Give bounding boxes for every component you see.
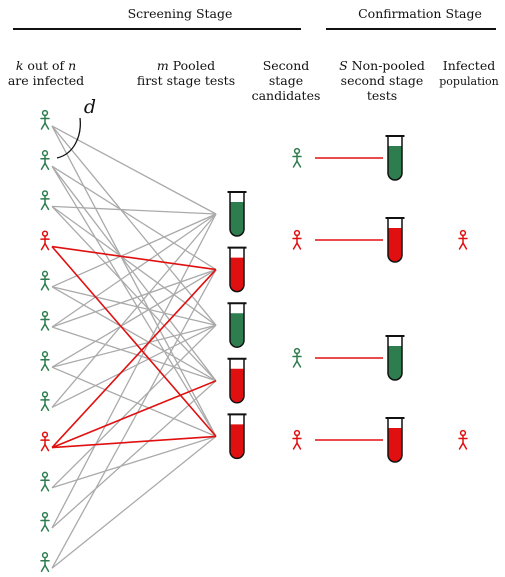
infected-candidate-icon [292, 229, 302, 250]
pooling-edge [51, 324, 217, 368]
negative-confirm-tube-icon [385, 335, 405, 381]
nonpooled-text: Non-pooled [347, 58, 425, 73]
healthy-person-icon [40, 270, 50, 291]
healthy-candidate-icon [292, 347, 302, 368]
pooling-edge [51, 269, 217, 368]
negative-test-tube-icon [227, 191, 247, 237]
nonpooled-tests-header: S Non-pooled second stage tests [334, 58, 430, 103]
infected-pooling-edge [51, 246, 217, 437]
pooling-edge [51, 165, 217, 382]
negative-test-tube-icon [227, 302, 247, 348]
pooling-edge [51, 435, 217, 489]
k-symbol: k [15, 58, 24, 73]
infected-pooling-edge [51, 435, 217, 449]
screening-stage-title: Screening Stage [127, 6, 233, 21]
pooling-edge [51, 205, 217, 326]
infected-person-icon [40, 230, 50, 251]
confirmation-stage-title: Confirmation Stage [358, 6, 482, 21]
positive-confirm-tube-icon [385, 417, 405, 463]
pooling-edge [51, 366, 217, 437]
infected-candidate-icon [292, 429, 302, 450]
pooling-edge [51, 269, 217, 569]
infected-pooling-edge [51, 269, 217, 449]
population-subtitle: are infected [7, 73, 85, 88]
n-symbol: n [68, 58, 77, 73]
infected-pooling-edge [51, 380, 217, 449]
pooled-subtitle: first stage tests [136, 73, 236, 88]
infected-line1: Infected [442, 58, 496, 73]
positive-test-tube-icon [227, 246, 247, 293]
infected-pooling-edge [51, 245, 217, 271]
pooling-edge [51, 125, 217, 215]
healthy-candidate-icon [292, 147, 302, 168]
pooling-edge [51, 435, 217, 569]
healthy-person-icon [40, 511, 50, 532]
pooling-edge [51, 205, 217, 382]
degree-label: d [83, 96, 97, 118]
healthy-person-icon [40, 552, 50, 572]
healthy-person-icon [40, 471, 50, 492]
pooling-edge [51, 125, 217, 326]
candidates-line1: Second stage [262, 58, 310, 88]
positive-test-tube-icon [227, 357, 247, 404]
s-symbol: S [339, 58, 348, 73]
pooling-edge [51, 324, 217, 489]
negative-confirm-tube-icon [385, 135, 405, 181]
pooling-edge [51, 213, 217, 328]
healthy-person-icon [40, 391, 50, 412]
positive-test-tube-icon [227, 413, 247, 460]
candidates-line2: candidates [251, 88, 321, 103]
candidates-header: Second stage candidates [244, 58, 328, 103]
pooling-edge [51, 213, 217, 408]
infected-line2: population [439, 75, 499, 88]
confirmed-infected-person-icon [458, 229, 468, 250]
pooling-edge [51, 326, 217, 382]
positive-confirm-tube-icon [385, 217, 405, 263]
pooling-edge [51, 213, 217, 288]
healthy-person-icon [40, 351, 50, 371]
pooling-edge [51, 205, 217, 215]
out-of-text: out of [23, 58, 69, 73]
healthy-person-icon [40, 109, 50, 130]
pooling-edge [51, 165, 217, 271]
pooling-edge [51, 286, 217, 326]
pooling-edge [51, 380, 217, 529]
healthy-person-icon [40, 190, 50, 211]
infected-person-icon [40, 431, 50, 452]
infected-population-header: Infected population [434, 58, 504, 88]
healthy-person-icon [40, 310, 50, 331]
confirmed-infected-person-icon [458, 429, 468, 450]
nonpooled-line3: tests [366, 88, 398, 103]
m-symbol: m [156, 58, 169, 73]
healthy-person-icon [40, 150, 50, 170]
pooling-edge [51, 286, 217, 382]
nonpooled-line2: second stage [340, 73, 424, 88]
pooling-edge [51, 324, 217, 408]
pooling-edge [51, 125, 217, 437]
pooling-edge [51, 213, 217, 529]
degree-arc [56, 117, 81, 159]
population-header: k out of n are infected [6, 58, 86, 88]
pooling-edge [51, 268, 217, 328]
pooled-tests-header: m Pooled first stage tests [132, 58, 240, 88]
pooled-text: Pooled [168, 58, 216, 73]
